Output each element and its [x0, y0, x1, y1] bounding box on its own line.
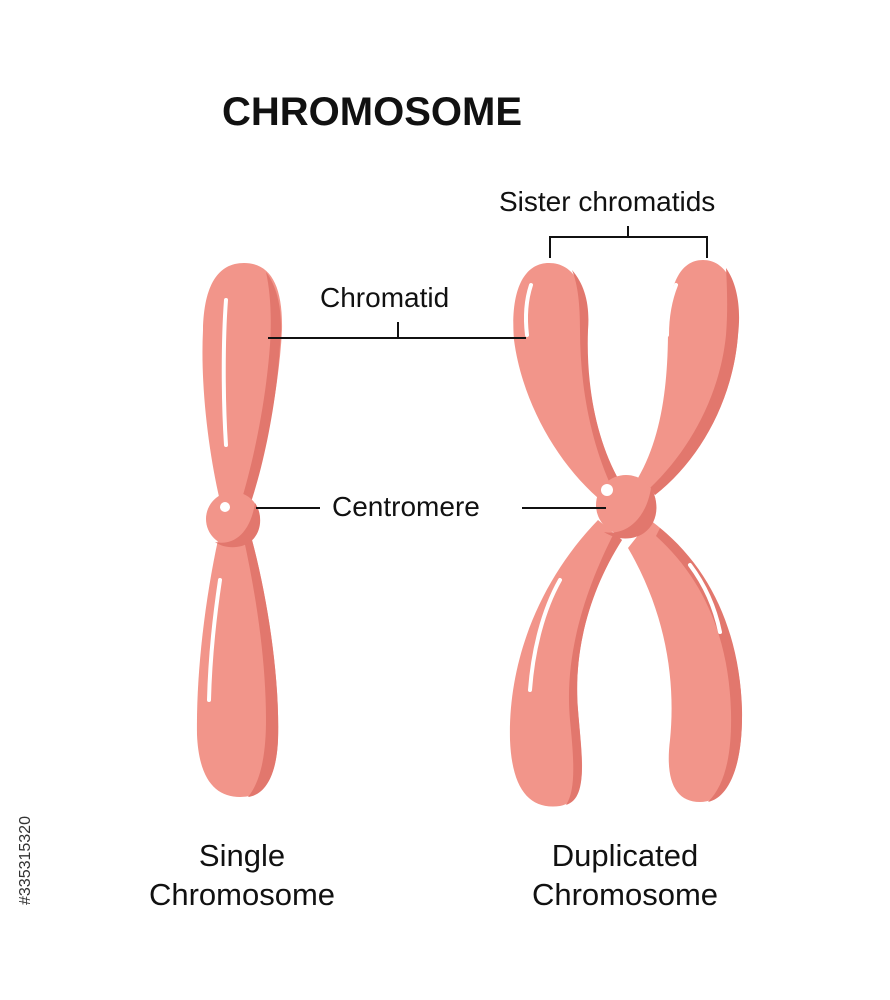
duplicated-chromosome — [509, 260, 743, 807]
caption-duplicated-line2: Chromosome — [532, 877, 718, 912]
single-upper-arm-shade — [240, 272, 282, 505]
caption-single-line1: Single — [199, 838, 285, 873]
duplicated-upper-right-arm — [638, 260, 739, 495]
sister-chromatids-bracket — [549, 226, 708, 258]
duplicated-lower-left-arm-shade — [566, 533, 622, 805]
label-chromatid: Chromatid — [320, 282, 449, 313]
single-upper-highlight — [221, 298, 228, 447]
duplicated-upper-left-arm-shade — [572, 270, 620, 488]
chromatid-leader-line — [268, 322, 526, 339]
duplicated-upper-right-arm-shade — [650, 268, 740, 495]
caption-single-line2: Chromosome — [149, 877, 335, 912]
label-sister-chromatids: Sister chromatids — [499, 186, 715, 217]
duplicated-centromere-shade — [604, 488, 657, 539]
duplicated-centromere-highlight — [601, 484, 613, 496]
duplicated-upper-left-highlight — [524, 283, 533, 337]
single-lower-highlight — [207, 578, 222, 702]
duplicated-lower-left-highlight — [528, 578, 562, 692]
side-id-text: #335315320 — [17, 816, 34, 905]
single-centromere-shade — [215, 503, 261, 548]
duplicated-upper-right-highlight — [665, 283, 678, 337]
caption-duplicated-line1: Duplicated — [552, 838, 698, 873]
duplicated-upper-left-arm — [513, 263, 620, 498]
single-centromere-highlight — [220, 502, 230, 512]
duplicated-lower-right-highlight — [688, 563, 722, 634]
single-chromosome — [196, 263, 283, 797]
label-centromere: Centromere — [332, 491, 480, 522]
duplicated-lower-right-arm — [628, 520, 743, 802]
single-lower-arm-shade — [244, 540, 279, 797]
duplicated-lower-right-arm-shade — [656, 528, 743, 802]
diagram-title: CHROMOSOME — [222, 90, 522, 134]
